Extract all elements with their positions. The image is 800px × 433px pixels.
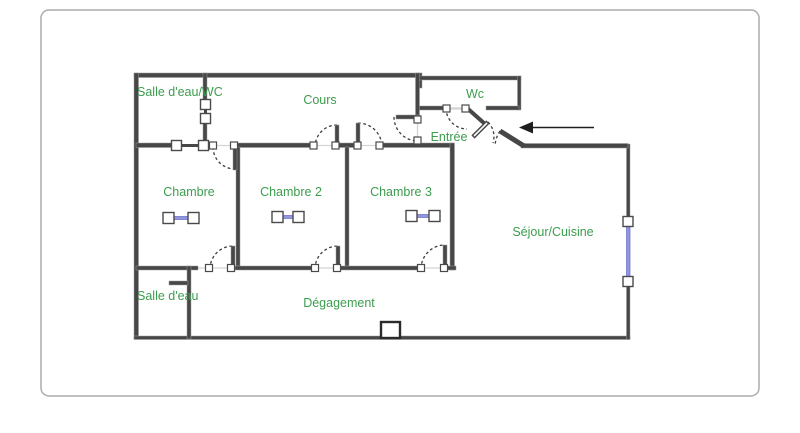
window-end bbox=[622, 215, 634, 228]
door-swing-arc bbox=[212, 146, 236, 170]
door-leaf bbox=[232, 146, 238, 171]
wall-segment bbox=[417, 75, 522, 81]
bottom-wall-notch bbox=[379, 320, 402, 340]
page-border bbox=[40, 9, 760, 397]
wall-segment bbox=[135, 265, 199, 271]
door-swing-arc bbox=[314, 245, 339, 270]
wall-segment bbox=[626, 284, 631, 340]
radiator-window-symbol bbox=[162, 211, 200, 225]
door-swing-arc bbox=[494, 130, 501, 147]
radiator-end bbox=[292, 210, 305, 224]
room-labels: Salle d'eau/WC Cours Wc Entrée Chambre C… bbox=[137, 85, 594, 310]
wall-segment bbox=[446, 265, 457, 271]
arrow-head bbox=[519, 121, 533, 134]
radiator-end bbox=[428, 209, 441, 223]
room-label-entree: Entrée bbox=[431, 130, 468, 144]
entry-direction-arrow bbox=[519, 121, 594, 134]
radiator-end bbox=[271, 210, 284, 224]
wall-segment bbox=[449, 142, 455, 271]
window-end bbox=[197, 139, 210, 152]
wall-segment bbox=[415, 72, 420, 119]
wall-segment bbox=[133, 72, 422, 78]
door-swing-arc bbox=[209, 245, 234, 270]
window-connector bbox=[204, 106, 207, 116]
door-jambs bbox=[204, 104, 470, 273]
room-label-cours: Cours bbox=[303, 93, 336, 107]
wall-segment bbox=[339, 265, 422, 271]
door-swing-arc bbox=[420, 244, 446, 270]
wall-segment bbox=[235, 142, 316, 148]
door-swing-arc bbox=[487, 121, 495, 144]
room-label-chambre-3: Chambre 3 bbox=[370, 185, 432, 199]
room-label-salle-deau-wc: Salle d'eau/WC bbox=[137, 85, 223, 99]
room-label-wc: Wc bbox=[466, 87, 484, 101]
room-label-chambre: Chambre bbox=[163, 185, 214, 199]
door-leaf-highlight bbox=[473, 122, 488, 137]
wall-segment bbox=[168, 280, 189, 286]
window-symbol-sejour bbox=[622, 215, 634, 288]
door-swing-arc bbox=[314, 124, 338, 148]
wall-segment bbox=[626, 143, 631, 220]
window-symbol bbox=[170, 139, 210, 152]
radiator-window-symbol bbox=[405, 209, 441, 223]
window-connector bbox=[626, 222, 631, 280]
window-end bbox=[622, 275, 634, 288]
wall-segment bbox=[186, 265, 192, 340]
window-end bbox=[199, 112, 212, 125]
room-label-chambre-2: Chambre 2 bbox=[260, 185, 322, 199]
wall-segment bbox=[344, 146, 350, 267]
window-connector bbox=[179, 144, 200, 147]
room-label-sejour-cuisine: Séjour/Cuisine bbox=[512, 225, 593, 239]
radiator-end bbox=[187, 211, 200, 225]
room-label-salle-deau: Salle d'eau bbox=[137, 289, 199, 303]
radiator-end bbox=[162, 211, 175, 225]
window-end bbox=[170, 139, 183, 152]
wall-segment bbox=[485, 105, 520, 111]
wall-segment bbox=[234, 265, 316, 271]
walls bbox=[133, 72, 631, 340]
radiator-end bbox=[405, 209, 418, 223]
radiator-window-symbol bbox=[271, 210, 305, 224]
entry-door-leaf bbox=[498, 128, 526, 149]
wall-segment bbox=[517, 75, 522, 111]
room-label-degagement: Dégagement bbox=[303, 296, 375, 310]
wall-segment bbox=[135, 142, 173, 148]
window-symbol bbox=[199, 98, 212, 125]
door-leaf bbox=[465, 106, 487, 126]
door-swing-arc bbox=[445, 107, 468, 130]
window-end bbox=[199, 98, 212, 111]
wall-segment bbox=[520, 143, 629, 149]
